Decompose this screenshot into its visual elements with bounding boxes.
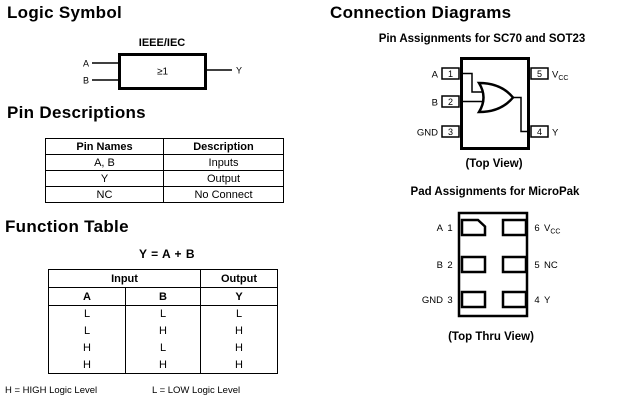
truth-cell: H — [124, 356, 202, 374]
truth-row: H L H — [48, 339, 279, 357]
pad2-number: 2 — [447, 260, 452, 271]
pad1-shape — [460, 218, 487, 237]
pin2-number: 2 — [448, 97, 453, 107]
group-header-row: Input Output — [47, 269, 279, 288]
truth-cell: L — [48, 322, 126, 340]
ieee-iec-label: IEEE/IEC — [139, 37, 186, 49]
truth-cell: H — [48, 356, 126, 374]
truth-cell: L — [200, 305, 279, 323]
micropak-pad-diagram: A 1 B 2 GND 3 6 VCC 5 NC 4 Y (Top Thru V… — [422, 211, 560, 343]
pin-name-cell: A, B — [45, 154, 164, 171]
table-row: A, B Inputs — [45, 154, 284, 171]
pin3-box — [441, 125, 460, 138]
pin4-label: Y — [552, 128, 559, 139]
sot23-connection-diagram: 1 2 3 5 4 A B GND VCC Y (Top View) — [417, 57, 568, 170]
function-table-heading: Function Table — [5, 217, 129, 236]
sot23-caption: (Top View) — [465, 158, 522, 170]
pin5-number: 5 — [537, 69, 542, 79]
pin-descriptions-heading: Pin Descriptions — [7, 103, 146, 122]
input-b-label: B — [83, 76, 89, 86]
pad3-shape — [460, 290, 487, 309]
column-header-y: Y — [200, 287, 279, 306]
sot23-package-outline — [460, 57, 530, 150]
pad3-label: GND — [422, 295, 443, 306]
pad6-label: VCC — [544, 223, 560, 236]
boolean-equation: Y = A + B — [138, 247, 196, 261]
pin3-number: 3 — [448, 127, 453, 137]
pin-name-cell: NC — [45, 186, 164, 203]
pin2-box — [441, 95, 460, 108]
description-cell: No Connect — [163, 186, 284, 203]
pad1-label: A — [437, 223, 444, 234]
pin1-label: A — [432, 70, 439, 81]
column-header-description: Description — [163, 138, 284, 155]
table-row: NC No Connect — [45, 186, 284, 203]
micropak-title: Pad Assignments for MicroPak — [410, 186, 580, 198]
truth-cell: H — [200, 339, 279, 357]
output-group-header: Output — [200, 269, 279, 288]
ieee-iec-logic-symbol-diagram: IEEE/IEC ≥1 A B Y — [83, 37, 242, 90]
pad2-label: B — [437, 260, 443, 271]
pad4-shape — [501, 290, 528, 309]
pin4-number: 4 — [537, 127, 542, 137]
truth-row: H H H — [48, 356, 279, 374]
micropak-caption: (Top Thru View) — [448, 331, 534, 343]
connection-diagrams-heading: Connection Diagrams — [330, 3, 512, 22]
pad4-number: 4 — [534, 295, 539, 306]
or-gate-shape — [476, 81, 515, 114]
pad2-shape — [460, 255, 487, 274]
logic-symbol-heading: Logic Symbol — [7, 3, 123, 22]
function-table: Input Output A B Y L L L L H H H L H H H… — [47, 269, 279, 374]
truth-cell: L — [48, 305, 126, 323]
truth-cell: H — [48, 339, 126, 357]
input-group-header: Input — [47, 269, 202, 288]
pin1-box — [441, 67, 460, 80]
input-a-label: A — [83, 59, 89, 69]
output-label: Y — [236, 66, 242, 76]
or-gate-glyph: ≥1 — [157, 67, 168, 78]
pad6-shape — [501, 218, 528, 237]
truth-cell: L — [124, 339, 202, 357]
legend-high: H = HIGH Logic Level — [5, 385, 98, 396]
truth-cell: H — [200, 356, 279, 374]
column-header-b: B — [124, 287, 202, 306]
pin-descriptions-table: Pin Names Description A, B Inputs Y Outp… — [45, 138, 284, 203]
truth-row: L H H — [48, 322, 279, 340]
description-cell: Output — [163, 170, 284, 187]
column-header-pin-names: Pin Names — [45, 138, 164, 155]
header-row: Pin Names Description — [45, 138, 284, 155]
pad5-shape — [501, 255, 528, 274]
sot23-title: Pin Assignments for SC70 and SOT23 — [378, 33, 586, 45]
wire-pin1-to-gate — [460, 72, 485, 93]
truth-cell: H — [124, 322, 202, 340]
pin4-box — [530, 125, 549, 138]
pad4-label: Y — [544, 295, 551, 306]
truth-cell: H — [200, 322, 279, 340]
truth-row: L L L — [48, 305, 279, 323]
pin2-label: B — [432, 98, 438, 109]
table-row: Y Output — [45, 170, 284, 187]
pin5-label: VCC — [552, 70, 568, 83]
pin1-number: 1 — [448, 69, 453, 79]
or-gate-box — [118, 53, 207, 90]
pad1-number: 1 — [447, 223, 452, 234]
pad5-label: NC — [544, 260, 558, 271]
truth-cell: L — [124, 305, 202, 323]
pad5-number: 5 — [534, 260, 539, 271]
pin-name-cell: Y — [45, 170, 164, 187]
column-header-row: A B Y — [48, 287, 279, 306]
pin3-label: GND — [417, 128, 438, 139]
pad6-number: 6 — [534, 223, 539, 234]
column-header-a: A — [48, 287, 126, 306]
pin5-box — [530, 67, 549, 80]
description-cell: Inputs — [163, 154, 284, 171]
wire-gate-to-pin4 — [511, 96, 530, 133]
legend-low: L = LOW Logic Level — [152, 385, 241, 396]
pad3-number: 3 — [447, 295, 452, 306]
